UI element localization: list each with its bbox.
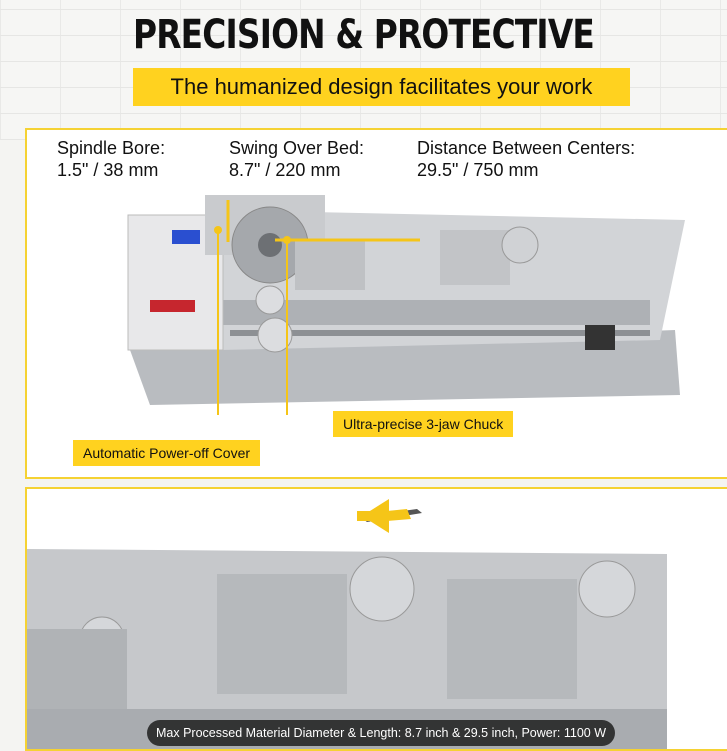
lathe-image — [127, 195, 685, 415]
spec-label: Swing Over Bed: — [229, 138, 365, 158]
spec-spindle-bore: Spindle Bore:1.5" / 38 mm — [57, 137, 165, 181]
spec-label: Distance Between Centers: — [417, 138, 636, 158]
spec-value: 8.7" / 220 mm — [229, 160, 341, 180]
page-title: PRECISION & PROTECTIVE — [133, 12, 595, 58]
chuck-callout: Ultra-precise 3-jaw Chuck — [333, 411, 514, 437]
spec-value: 29.5" / 750 mm — [417, 160, 539, 180]
spec-distance-between-centers: Distance Between Centers:29.5" / 750 mm — [417, 137, 635, 181]
subtitle-banner: The humanized design facilitates your wo… — [133, 68, 630, 106]
lathe-closeup-image — [27, 499, 667, 749]
spec-value: 1.5" / 38 mm — [57, 160, 159, 180]
cover-callout: Automatic Power-off Cover — [73, 440, 261, 466]
lathe-closeup-panel — [25, 487, 727, 751]
spec-label: Spindle Bore: — [57, 138, 166, 158]
spec-swing-over-bed: Swing Over Bed:8.7" / 220 mm — [229, 137, 364, 181]
specs-caption: Max Processed Material Diameter & Length… — [147, 720, 615, 746]
